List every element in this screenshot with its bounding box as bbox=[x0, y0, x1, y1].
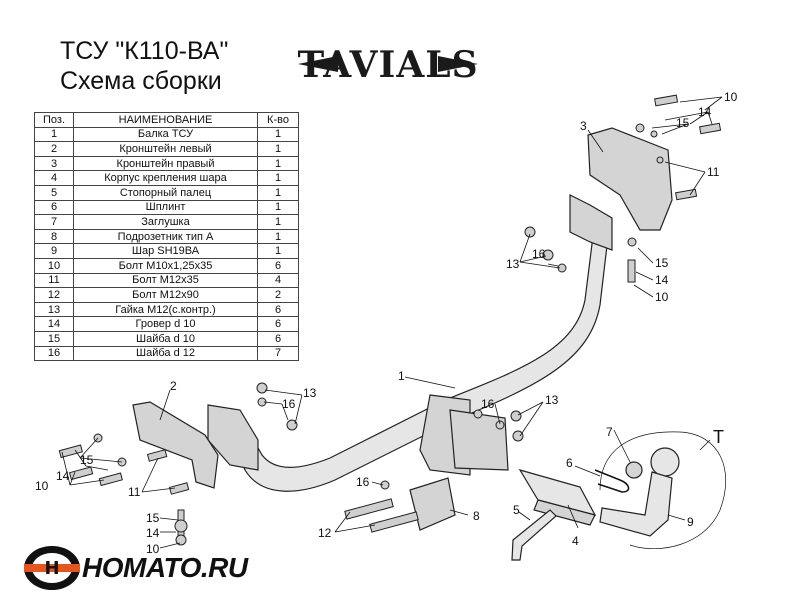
callout-10-a: 10 bbox=[724, 90, 738, 104]
bracket-right bbox=[587, 127, 673, 231]
callout-1: 1 bbox=[398, 369, 405, 383]
tow-ball bbox=[599, 447, 680, 537]
cell-qty: 7 bbox=[257, 345, 299, 362]
callout-6: 6 bbox=[566, 456, 573, 470]
tow-ball-zone bbox=[599, 431, 727, 549]
callout-11-b: 11 bbox=[128, 485, 141, 499]
callout-9: 9 bbox=[687, 515, 694, 529]
callout-2: 2 bbox=[170, 379, 177, 393]
tow-bar-beam bbox=[207, 194, 613, 492]
callout-11-a: 11 bbox=[707, 165, 720, 179]
callout-13-a: 13 bbox=[506, 257, 520, 271]
col-header-qty: К-во bbox=[257, 112, 299, 128]
callout-4: 4 bbox=[572, 534, 579, 548]
callout-15-a: 15 bbox=[676, 116, 690, 130]
cotter-pin bbox=[594, 469, 630, 493]
cell-pos: 16 bbox=[34, 345, 74, 362]
callout-16-c: 16 bbox=[481, 397, 495, 411]
fasteners bbox=[58, 94, 722, 546]
homato-logo-icon: H bbox=[24, 546, 80, 590]
callout-10-b: 10 bbox=[655, 290, 669, 304]
plug-cap bbox=[625, 461, 643, 479]
bracket-left bbox=[132, 401, 219, 489]
callout-10-c: 10 bbox=[35, 479, 49, 493]
callout-15-c: 15 bbox=[80, 453, 94, 467]
callout-16-a: 16 bbox=[532, 247, 546, 261]
homato-watermark-text: HOMATO.RU bbox=[82, 552, 248, 583]
locking-pin bbox=[511, 509, 557, 561]
page-title: ТСУ "К110-ВА" Схема сборки bbox=[60, 36, 228, 96]
svg-text:H: H bbox=[44, 558, 59, 579]
socket-bracket bbox=[409, 477, 456, 531]
leader-lines bbox=[61, 96, 723, 549]
callout-8: 8 bbox=[473, 509, 480, 523]
callout-15-d: 15 bbox=[146, 511, 160, 525]
cell-name: Шайба d 12 bbox=[73, 345, 258, 362]
callout-labels: 1 2 3 4 5 6 7 8 9 T 10 14 15 11 15 14 10… bbox=[35, 90, 738, 556]
callout-16-d: 16 bbox=[356, 475, 370, 489]
callout-16-b: 16 bbox=[282, 397, 296, 411]
callout-13-b: 13 bbox=[303, 386, 317, 400]
svg-text:TAVIALS: TAVIALS bbox=[298, 44, 478, 86]
ball-mount-housing bbox=[518, 469, 597, 526]
callout-10-d: 10 bbox=[146, 542, 160, 556]
callout-t: T bbox=[713, 427, 724, 447]
callout-7: 7 bbox=[606, 425, 613, 439]
callout-13-c: 13 bbox=[545, 393, 559, 407]
parts-table-header: Поз. НАИМЕНОВАНИЕ К-во bbox=[34, 112, 299, 128]
callout-14-b: 14 bbox=[655, 273, 669, 287]
tavials-logo: TAVIALS bbox=[298, 44, 478, 86]
callout-14-a: 14 bbox=[698, 105, 712, 119]
callout-3: 3 bbox=[580, 119, 587, 133]
callout-14-c: 14 bbox=[56, 469, 70, 483]
callout-15-b: 15 bbox=[655, 256, 669, 270]
callout-5: 5 bbox=[513, 503, 520, 517]
title-line-2: Схема сборки bbox=[60, 67, 222, 95]
callout-12: 12 bbox=[318, 526, 332, 540]
cell-qty: 1 bbox=[257, 214, 299, 230]
callout-14-d: 14 bbox=[146, 526, 160, 540]
title-line-1: ТСУ "К110-ВА" bbox=[60, 37, 229, 65]
